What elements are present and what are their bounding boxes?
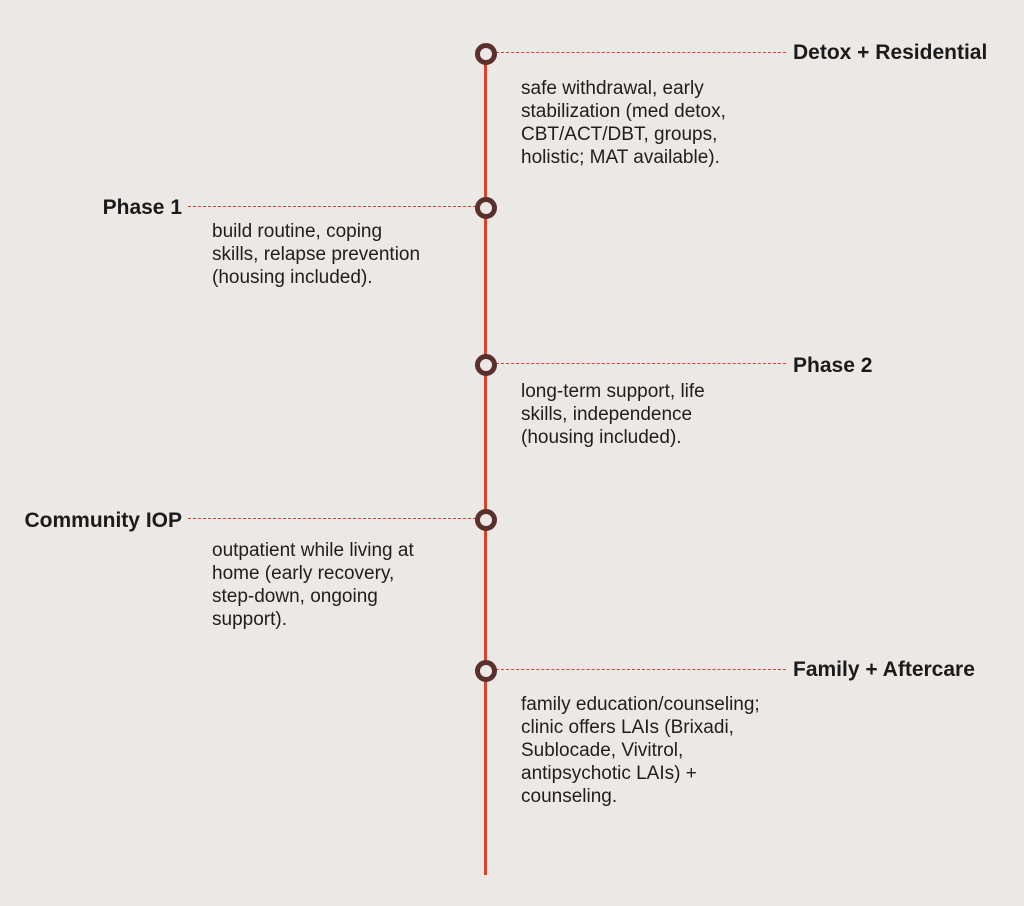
connector-line <box>188 518 476 519</box>
timeline-node <box>475 509 497 531</box>
milestone-title: Family + Aftercare <box>793 658 975 681</box>
milestone-description: long-term support, life skills, independ… <box>521 381 705 448</box>
milestone-title: Phase 2 <box>793 354 873 377</box>
milestone-description: outpatient while living at home (early r… <box>212 540 414 630</box>
milestone-title: Phase 1 <box>102 196 182 219</box>
milestone-description: safe withdrawal, early stabilization (me… <box>521 78 726 168</box>
connector-line <box>496 52 786 53</box>
connector-line <box>496 363 786 364</box>
timeline-spine <box>484 55 487 875</box>
milestone-description: family education/counseling; clinic offe… <box>521 694 760 807</box>
connector-line <box>496 669 786 670</box>
milestone-description: build routine, coping skills, relapse pr… <box>212 221 421 288</box>
connector-line <box>188 206 476 207</box>
timeline-node <box>475 354 497 376</box>
timeline-node <box>475 43 497 65</box>
milestone-title: Detox + Residential <box>793 41 988 64</box>
milestone-title: Community IOP <box>24 509 182 532</box>
timeline-node <box>475 197 497 219</box>
timeline-node <box>475 660 497 682</box>
